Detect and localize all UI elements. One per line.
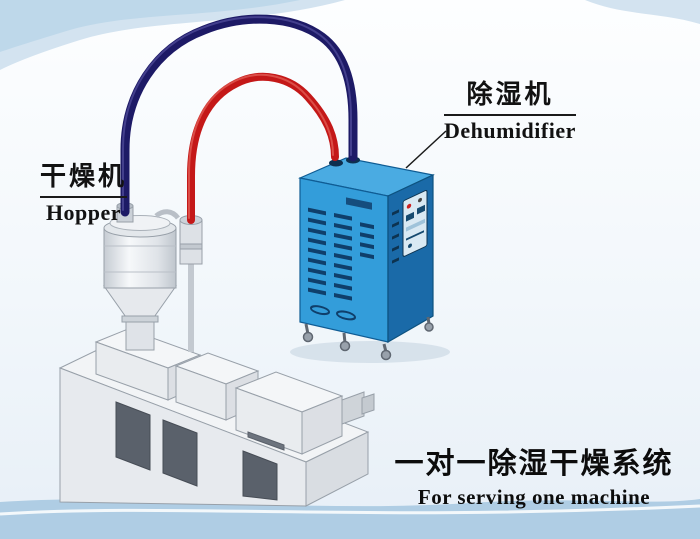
dehumidifier-shadow (290, 341, 450, 363)
machine-panel (162, 419, 198, 487)
panel-indicator-light (406, 203, 412, 209)
pipe-port (329, 159, 343, 167)
machine-panel (242, 450, 278, 501)
lid-elbow-hose (154, 209, 180, 220)
machine-base-end (305, 431, 369, 507)
system-caption-en: For serving one machine (417, 485, 651, 509)
vent-grid (308, 197, 374, 321)
machine-panel (115, 401, 151, 471)
hopper-cone (103, 285, 177, 321)
extruder-machine (58, 328, 375, 507)
dehumidifier-label-en: Dehumidifier (444, 118, 576, 143)
dehumidifier-label: 除湿机 Dehumidifier (444, 74, 576, 144)
panel-display (406, 211, 414, 222)
loader-blower (179, 219, 203, 265)
hopper-neck (125, 317, 155, 351)
bottom-band (0, 499, 700, 539)
dehumidifier-leader-line (405, 130, 447, 169)
casters (302, 316, 434, 361)
return-air-pipe-navy (120, 14, 358, 217)
system-caption: 一对一除湿干燥系统 For serving one machine (376, 440, 692, 510)
hopper-label-en: Hopper (45, 200, 122, 225)
dehumidifier-unit (298, 156, 435, 361)
dry-air-pipe-red (187, 72, 339, 224)
hopper-label: 干燥机 Hopper (40, 156, 128, 226)
system-caption-cn: 一对一除湿干燥系统 (394, 448, 674, 480)
hopper-label-cn: 干燥机 (40, 156, 128, 198)
pipes (120, 14, 358, 224)
control-panel (392, 189, 428, 264)
dehumidifier-label-cn: 除湿机 (444, 74, 576, 116)
